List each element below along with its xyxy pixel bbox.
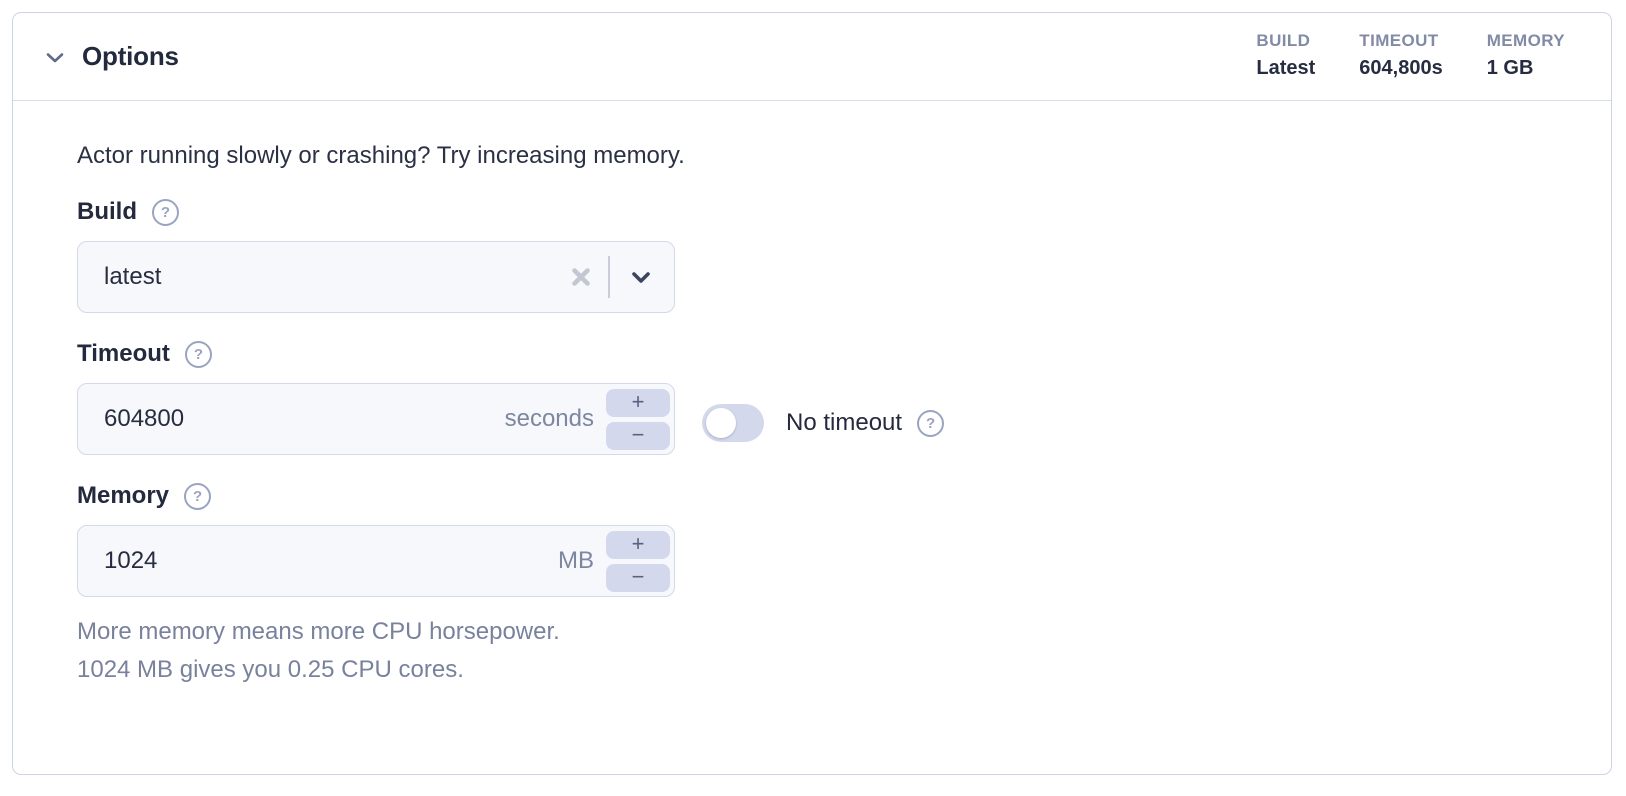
no-timeout-group: No timeout ? [702, 404, 945, 442]
timeout-input-box: seconds + − [77, 383, 675, 455]
x-clear-icon [572, 268, 590, 286]
summary-build-label: BUILD [1256, 31, 1311, 50]
memory-field: Memory ? MB + − More memory means more C… [77, 481, 1565, 689]
summary-build-value: Latest [1256, 57, 1316, 79]
no-timeout-help-icon[interactable]: ? [917, 409, 945, 437]
memory-stepper: + − [606, 530, 670, 592]
memory-helper-line: More memory means more CPU horsepower. [77, 618, 560, 645]
options-body: Actor running slowly or crashing? Try in… [13, 101, 1611, 689]
options-panel: Options BUILD Latest TIMEOUT 604,800s ME… [12, 12, 1612, 775]
memory-decrement-button[interactable]: − [606, 563, 670, 592]
memory-label: Memory [77, 482, 170, 509]
timeout-input[interactable] [104, 384, 505, 454]
build-dropdown-button[interactable] [618, 255, 664, 299]
options-section-header[interactable]: Options BUILD Latest TIMEOUT 604,800s ME… [13, 13, 1611, 101]
timeout-help-icon[interactable]: ? [184, 340, 212, 368]
memory-increment-button[interactable]: + [606, 530, 670, 559]
memory-helper-text: More memory means more CPU horsepower. 1… [77, 613, 1565, 689]
timeout-stepper: + − [606, 388, 670, 450]
build-input[interactable] [104, 242, 562, 312]
build-field: Build ? [77, 197, 1565, 313]
summary-timeout-value: 604,800s [1359, 57, 1443, 79]
memory-input[interactable] [104, 526, 558, 596]
memory-input-box: MB + − [77, 525, 675, 597]
timeout-label: Timeout [77, 340, 170, 367]
no-timeout-label: No timeout [786, 409, 903, 436]
timeout-field: Timeout ? seconds + − No timeout [77, 339, 1565, 455]
chevron-down-icon [632, 272, 650, 283]
summary-memory-value: 1 GB [1486, 57, 1534, 79]
timeout-unit: seconds [504, 405, 594, 432]
toggle-knob [706, 408, 736, 438]
summary-timeout-label: TIMEOUT [1359, 31, 1439, 50]
build-select[interactable] [77, 241, 675, 313]
memory-helper-line: 1024 MB gives you 0.25 CPU cores. [77, 656, 464, 683]
chevron-down-icon[interactable] [43, 45, 67, 69]
build-clear-button[interactable] [562, 255, 600, 299]
options-summary: BUILD Latest TIMEOUT 604,800s MEMORY 1 G… [1256, 29, 1565, 84]
select-divider [608, 256, 610, 298]
summary-memory-label: MEMORY [1486, 31, 1565, 50]
section-title: Options [82, 41, 179, 71]
build-help-icon[interactable]: ? [152, 198, 179, 226]
summary-timeout: TIMEOUT 604,800s [1359, 29, 1442, 84]
no-timeout-toggle[interactable] [702, 404, 764, 442]
summary-memory: MEMORY 1 GB [1487, 29, 1565, 84]
memory-hint-text: Actor running slowly or crashing? Try in… [77, 142, 685, 169]
memory-help-icon[interactable]: ? [184, 482, 212, 510]
timeout-increment-button[interactable]: + [606, 388, 670, 417]
timeout-decrement-button[interactable]: − [606, 421, 670, 450]
build-label: Build [77, 198, 137, 225]
summary-build: BUILD Latest [1256, 29, 1315, 84]
memory-unit: MB [558, 547, 594, 574]
